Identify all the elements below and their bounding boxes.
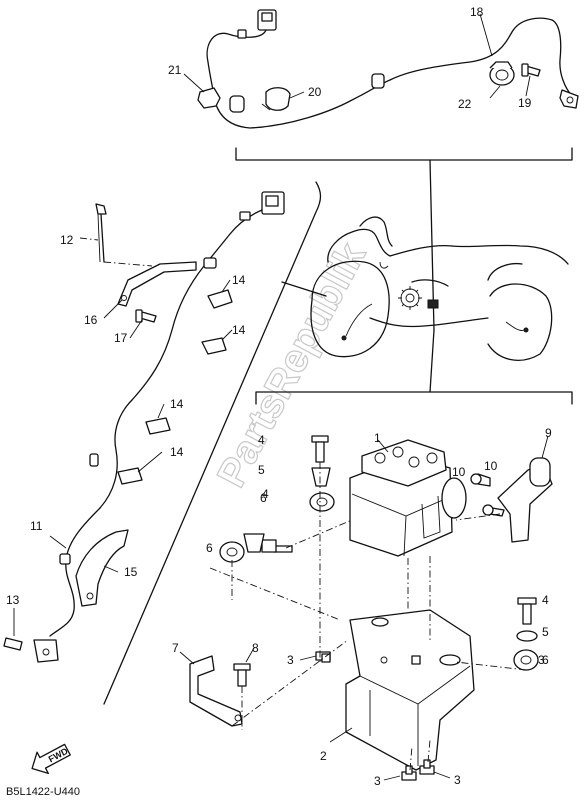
section-divider (103, 181, 322, 705)
callout-6-a: 6 (260, 491, 267, 505)
callout-17: 17 (114, 331, 128, 345)
callout-14-b: 14 (232, 323, 246, 337)
callout-14-a: 14 (232, 273, 246, 287)
callout-18: 18 (470, 5, 484, 19)
callout-2: 2 (320, 749, 327, 763)
abs-unit-group (179, 435, 553, 781)
callout-20: 20 (308, 85, 322, 99)
callout-4-c: 4 (542, 593, 549, 607)
callout-10-a: 10 (452, 465, 466, 479)
callout-13: 13 (6, 593, 20, 607)
left-harness-group (3, 191, 285, 663)
callout-22: 22 (458, 97, 472, 111)
abs-group-frame (255, 391, 573, 405)
drawing-code: B5L1422-U440 (6, 786, 80, 798)
callout-14-c: 14 (170, 397, 184, 411)
callout-5-b: 5 (542, 625, 549, 639)
callout-4-b: 4 (262, 487, 269, 501)
motorcycle-silhouette (310, 216, 569, 361)
callout-16: 16 (84, 313, 98, 327)
callout-5-a: 5 (258, 463, 265, 477)
callout-9: 9 (545, 426, 552, 440)
callout-4-a: 4 (258, 433, 265, 447)
callout-labels: 1 2 3 3 3 3 4 4 4 5 5 6 6 6 7 8 9 10 10 … (6, 5, 552, 788)
fwd-arrow: FWD (31, 743, 71, 775)
callout-6-c: 6 (542, 653, 549, 667)
callout-3-b: 3 (538, 653, 545, 667)
callout-1: 1 (374, 431, 381, 445)
top-harness-group (183, 9, 579, 129)
callout-3-a: 3 (287, 653, 294, 667)
callout-15: 15 (124, 565, 138, 579)
callout-7: 7 (172, 641, 179, 655)
callout-3-d: 3 (454, 773, 461, 787)
callout-3-c: 3 (374, 774, 381, 788)
callout-8: 8 (252, 641, 259, 655)
callout-6-b: 6 (206, 541, 213, 555)
callout-10-b: 10 (484, 459, 498, 473)
callout-11: 11 (30, 519, 43, 533)
callout-12: 12 (60, 233, 74, 247)
top-group-frame (235, 147, 573, 161)
callout-21: 21 (168, 63, 182, 77)
callout-19: 19 (518, 96, 532, 110)
callout-14-d: 14 (170, 445, 184, 459)
